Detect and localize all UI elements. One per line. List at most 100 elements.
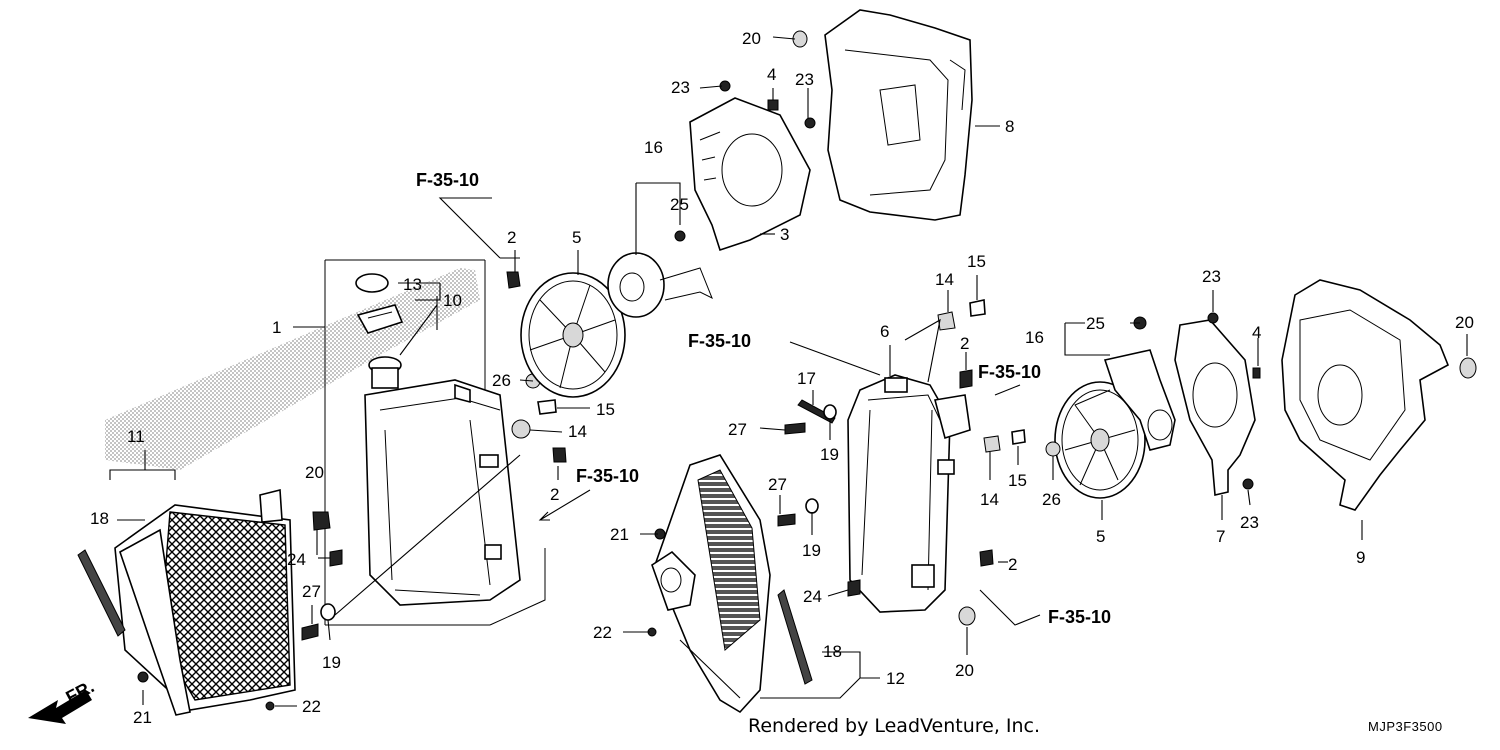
bolt-4b — [1252, 367, 1261, 379]
callout-17: 17 — [797, 369, 816, 388]
callout-3: 3 — [780, 225, 789, 244]
callout-15a: 15 — [596, 400, 615, 419]
callout-22b: 22 — [593, 623, 612, 642]
callout-15b: 15 — [967, 252, 986, 271]
nut-24b — [847, 579, 861, 597]
callout-18b: 18 — [823, 642, 842, 661]
callout-20d: 20 — [955, 661, 974, 680]
callout-21b: 21 — [610, 525, 629, 544]
right-radiator — [847, 374, 971, 613]
grommet-14c — [983, 435, 1001, 453]
reference-label-5[interactable]: F-35-10 — [1048, 607, 1111, 627]
callout-19b: 19 — [820, 445, 839, 464]
reference-label-4[interactable]: F-35-10 — [978, 362, 1041, 382]
front-arrow-icon — [28, 690, 92, 724]
reference-label-2[interactable]: F-35-10 — [576, 466, 639, 486]
grommet-20a — [792, 30, 808, 48]
callout-22a: 22 — [302, 697, 321, 716]
callout-21a: 21 — [133, 708, 152, 727]
callout-12: 12 — [886, 669, 905, 688]
washer-19a — [320, 603, 336, 621]
callout-2a: 2 — [507, 228, 516, 247]
grommet-14a — [511, 419, 531, 439]
callout-5b: 5 — [1096, 527, 1105, 546]
callout-7: 7 — [1216, 527, 1225, 546]
nut-2d — [979, 549, 994, 567]
callout-27b: 27 — [728, 420, 747, 439]
callout-10: 10 — [443, 291, 462, 310]
callout-20c: 20 — [1455, 313, 1474, 332]
washer-19c — [805, 498, 819, 514]
callout-16a: 16 — [644, 138, 663, 157]
callout-14b: 14 — [935, 270, 954, 289]
grommet-20c — [958, 606, 976, 626]
side-cover-left — [824, 9, 973, 221]
fan-motor-left — [607, 230, 713, 318]
bolt-23b — [804, 117, 816, 129]
fan-shroud-left — [689, 97, 811, 252]
footer-credit: Rendered by LeadVenture, Inc. — [748, 715, 1040, 737]
grommet-26b — [1045, 441, 1061, 457]
callout-23d: 23 — [1240, 513, 1259, 532]
callout-8: 8 — [1005, 117, 1014, 136]
bolt-27a — [301, 623, 319, 641]
seal-strip-18a — [77, 549, 126, 637]
fan-shroud-right — [1174, 319, 1256, 496]
callout-23c: 23 — [1202, 267, 1221, 286]
callout-24b: 24 — [803, 587, 822, 606]
callout-25a: 25 — [670, 195, 689, 214]
left-grille-cover — [114, 488, 296, 716]
callout-25b: 25 — [1086, 314, 1105, 333]
nut-2b — [552, 447, 567, 463]
callout-5a: 5 — [572, 228, 581, 247]
callout-26a: 26 — [492, 371, 511, 390]
bolt-22a — [265, 701, 275, 711]
callout-6: 6 — [880, 322, 889, 341]
bolt-4a — [767, 99, 779, 111]
callout-14a: 14 — [568, 422, 587, 441]
collar-15a — [537, 399, 557, 415]
callout-27a: 27 — [302, 582, 321, 601]
seal-strip-18b — [777, 589, 813, 685]
callout-11: 11 — [127, 427, 145, 446]
callout-labels: 1 13 10 11 18 2 5 16 25 3 20 4 23 23 8 2… — [90, 29, 1474, 727]
nut-24a — [329, 549, 343, 567]
callout-13: 13 — [403, 275, 422, 294]
collar-15c — [1011, 429, 1026, 445]
right-grille-cover — [651, 454, 771, 714]
callout-20b: 20 — [305, 463, 324, 482]
callout-2c: 2 — [960, 334, 969, 353]
callout-14c: 14 — [980, 490, 999, 509]
left-radiator-assembly — [28, 9, 973, 724]
callout-19c: 19 — [802, 541, 821, 560]
callout-23a: 23 — [671, 78, 690, 97]
collar-15b — [969, 299, 986, 317]
reference-labels: F-35-10 F-35-10 F-35-10 F-35-10 F-35-10 — [416, 170, 1111, 627]
reference-label-1[interactable]: F-35-10 — [416, 170, 479, 190]
nut-2c — [959, 369, 973, 389]
callout-4a: 4 — [767, 65, 776, 84]
grommet-20b — [312, 511, 331, 531]
bolt-23c — [1207, 312, 1219, 324]
fan-left — [520, 272, 626, 398]
callout-24a: 24 — [287, 550, 306, 569]
bolt-21a — [137, 671, 149, 683]
assembly-bracket — [324, 259, 546, 626]
washer-19b — [823, 404, 837, 420]
reference-label-3[interactable]: F-35-10 — [688, 331, 751, 351]
right-radiator-assembly — [647, 279, 1477, 714]
callout-9: 9 — [1356, 548, 1365, 567]
side-cover-right — [1281, 279, 1450, 511]
callout-20a: 20 — [742, 29, 761, 48]
callout-4b: 4 — [1252, 323, 1261, 342]
callout-2d: 2 — [1008, 555, 1017, 574]
left-radiator — [364, 356, 521, 606]
grommet-14b — [937, 311, 956, 331]
callout-27c: 27 — [768, 475, 787, 494]
leader-lines — [109, 36, 1468, 707]
diagram-code: MJP3F3500 — [1368, 719, 1443, 734]
callout-18a: 18 — [90, 509, 109, 528]
fan-right — [1054, 381, 1146, 499]
bolt-23d — [1242, 478, 1254, 490]
